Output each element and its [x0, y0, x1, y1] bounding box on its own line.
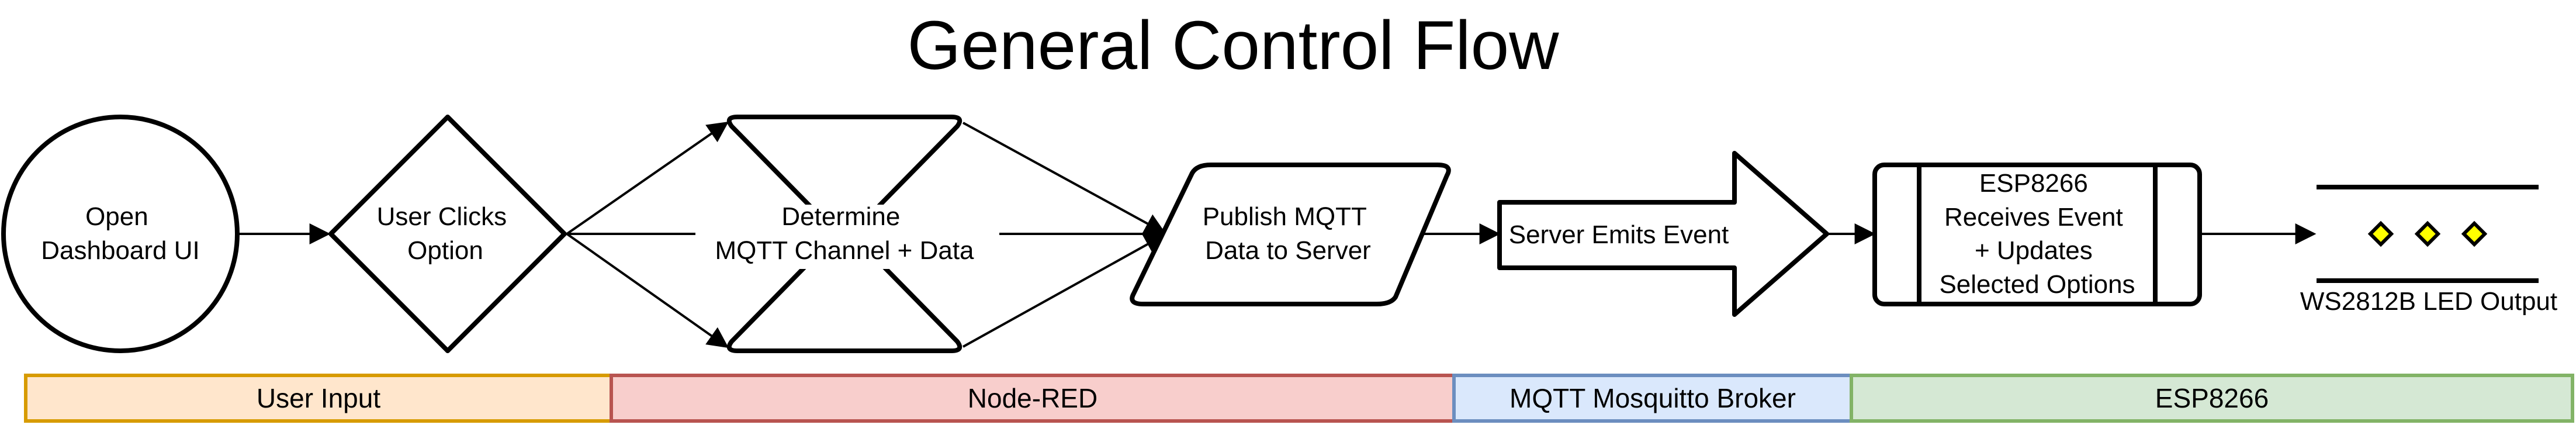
- node-led-label: WS2812B LED Output: [2300, 287, 2557, 316]
- band-esp8266: [1850, 374, 2574, 423]
- svg-text:Determine MQTT Channel +: Determine MQTT Channel + Data: [715, 202, 974, 265]
- band-mqtt-broker-label: MQTT Mosquitto Broker: [1509, 383, 1796, 413]
- start-circle: [1, 115, 240, 353]
- data-parallelogram: [1130, 163, 1451, 306]
- edge-clicks-to-determine-top: [566, 121, 729, 235]
- node-esp-line-1: ESP8266: [1979, 169, 2088, 198]
- node-esp-line-2: Receives Event: [1944, 203, 2123, 232]
- led-icon-2: [2414, 220, 2441, 247]
- node-esp-receives: ESP8266 Receives Event + Updates Selecte…: [1872, 163, 2202, 306]
- node-publish-line-2: Data to Server: [1205, 236, 1371, 265]
- block-arrow-shape: [1497, 151, 1829, 317]
- svg-text:Open Dashboard UI: Open Dashboard UI: [41, 202, 199, 265]
- edge-clicks-to-determine-bottom: [566, 233, 729, 348]
- svg-text:User Clicks Option: User Clicks Option: [377, 202, 514, 265]
- node-open-dashboard: Open Dashboard UI: [1, 115, 240, 353]
- band-user-input-label: User Input: [257, 383, 380, 413]
- node-user-clicks-line-2: Option: [407, 236, 483, 265]
- process-box: [1872, 163, 2202, 306]
- node-esp-line-3: + Updates: [1975, 236, 2093, 265]
- band-node-red-label: Node-RED: [968, 383, 1097, 413]
- led-icon-1: [2367, 220, 2394, 247]
- node-determine-line-2: MQTT Channel + Data: [715, 236, 974, 265]
- node-publish-mqtt: Publish MQTT Data to Server: [1130, 163, 1451, 306]
- edge-determine-top-to-publish: [962, 122, 1166, 234]
- svg-text:ESP8266 Receives Event: ESP8266 Receives Event + Updates Selecte…: [1939, 169, 2135, 299]
- decision-diamond: [328, 115, 567, 353]
- band-node-red: [610, 374, 1456, 423]
- node-user-clicks: User Clicks Option: [328, 115, 567, 353]
- node-led-output: WS2812B LED Output: [2300, 185, 2557, 316]
- lane-bands: User Input Node-RED MQTT Mosquitto Broke…: [24, 374, 2574, 423]
- node-open-dashboard-line-2: Dashboard UI: [41, 236, 199, 265]
- diagram-title: General Control Flow: [908, 7, 1560, 84]
- node-publish-line-1: Publish MQTT: [1203, 202, 1366, 231]
- led-icon-3: [2461, 220, 2488, 247]
- node-determine-channel: Determine MQTT Channel + Data: [695, 115, 999, 353]
- node-determine-line-1: Determine: [781, 202, 900, 231]
- edge-determine-bottom-to-publish: [962, 234, 1166, 348]
- node-server-emits-label: Server Emits Event: [1509, 220, 1729, 249]
- edges: [238, 121, 2317, 348]
- node-server-emits: Server Emits Event: [1497, 151, 1829, 317]
- node-user-clicks-line-1: User Clicks: [377, 202, 507, 231]
- node-esp-line-4: Selected Options: [1939, 270, 2135, 299]
- svg-text:Publish MQTT Data to Ser: Publish MQTT Data to Server: [1203, 202, 1374, 265]
- node-open-dashboard-line-1: Open: [85, 202, 148, 231]
- band-mqtt-broker: [1452, 374, 1853, 423]
- band-esp8266-label: ESP8266: [2155, 383, 2269, 413]
